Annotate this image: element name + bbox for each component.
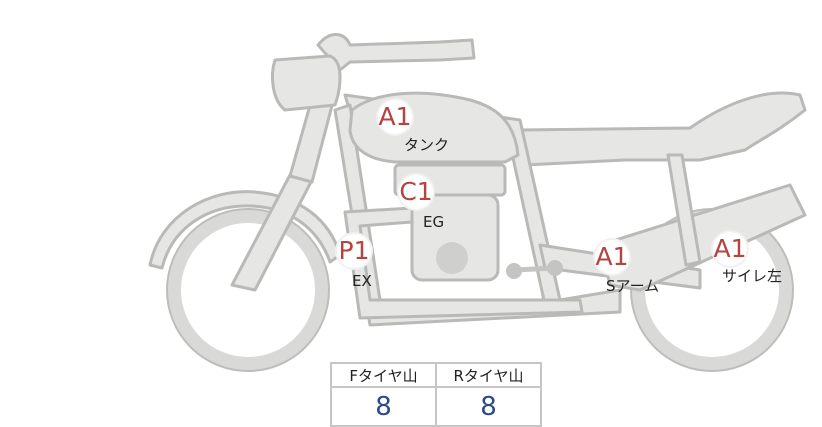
handlebar (316, 33, 476, 72)
rear-shock (666, 153, 702, 267)
label-exhaust: EX (352, 272, 372, 290)
engine-cover (436, 242, 468, 274)
engine-block (410, 193, 500, 282)
footpeg-left (506, 263, 522, 279)
marker-tank: A1 (378, 100, 412, 134)
rear-seat (518, 91, 807, 167)
tire-tread-table: Fタイヤ山 Rタイヤ山 8 8 (330, 362, 542, 427)
marker-engine: C1 (399, 175, 433, 209)
front-wheel (167, 209, 329, 371)
marker-swing-arm: A1 (595, 240, 629, 274)
marker-exhaust: P1 (337, 234, 371, 268)
footpeg-right (547, 260, 563, 276)
label-tank: タンク (404, 136, 450, 154)
exhaust-pipe (343, 206, 584, 320)
label-swing-arm: Sアーム (606, 277, 660, 295)
label-silencer-left: サイレ左 (722, 267, 783, 285)
front-tire-value: 8 (330, 386, 437, 427)
marker-silencer-left: A1 (713, 232, 747, 266)
headlight (271, 54, 342, 112)
front-wheel-rim (166, 208, 330, 372)
rear-tire-header: Rタイヤ山 (435, 362, 542, 388)
label-engine: EG (423, 213, 445, 231)
front-tire-header: Fタイヤ山 (330, 362, 437, 388)
rear-tire-value: 8 (435, 386, 542, 427)
